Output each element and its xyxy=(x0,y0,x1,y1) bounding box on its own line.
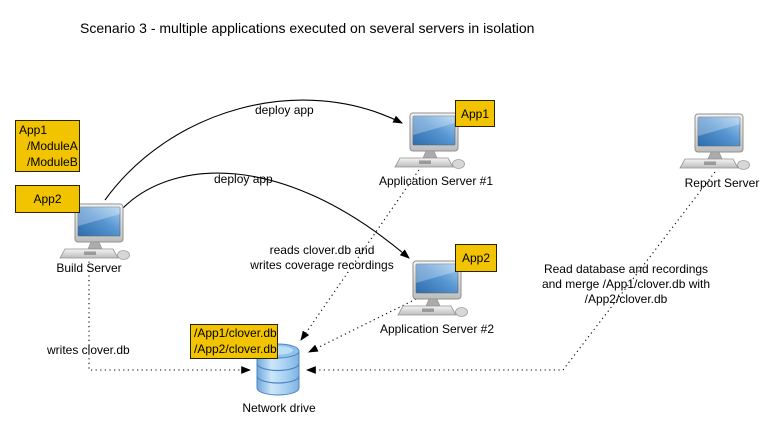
note-server2-app2: App2 xyxy=(455,244,497,272)
deploy-arrow-to-server2 xyxy=(121,172,410,259)
writes-clover-arrow-build-to-drive xyxy=(88,257,252,374)
note-line: /App1/clover.db xyxy=(194,326,277,340)
read-merge-arrow-report-to-drive xyxy=(305,171,716,374)
read-merge-label-line: and merge /App1/clover.db with xyxy=(541,277,711,291)
read-merge-label-line: /App2/clover.db xyxy=(584,292,668,306)
read-merge-label-line: Read database and recordings xyxy=(543,262,709,276)
deploy-app-label-2: deploy app xyxy=(214,172,273,186)
note-line: /ModuleA xyxy=(27,139,78,153)
network-drive-label: Network drive xyxy=(242,401,316,415)
writes-clover-label: writes clover.db xyxy=(47,343,130,357)
network-drive-node xyxy=(255,342,301,398)
reads-writes-label: reads clover.db and writes coverage reco… xyxy=(238,243,406,273)
build-server-label: Build Server xyxy=(56,261,122,275)
app-server-2-label: Application Server #2 xyxy=(379,322,495,336)
deploy-app-label-1: deploy app xyxy=(255,103,314,117)
reads-writes-label-line: reads clover.db and xyxy=(269,243,375,257)
report-server-label: Report Server xyxy=(684,176,760,190)
reads-writes-label-line: writes coverage recordings xyxy=(250,258,394,272)
read-merge-label: Read database and recordings and merge /… xyxy=(528,262,724,307)
note-line: /ModuleB xyxy=(27,155,78,169)
diagram-title: Scenario 3 - multiple applications execu… xyxy=(80,20,535,36)
computer-icon xyxy=(677,112,753,172)
deploy-arrow-to-server1 xyxy=(104,99,403,201)
note-line: App1 xyxy=(19,123,48,137)
app-server-1-label: Application Server #1 xyxy=(378,174,494,188)
database-icon xyxy=(256,343,300,396)
note-build-app2: App2 xyxy=(15,185,80,213)
note-build-app1-modules: App1 /ModuleA /ModuleB xyxy=(15,120,80,172)
note-drive-files: /App1/clover.db /App2/clover.db xyxy=(190,324,278,359)
note-line: /App2/clover.db xyxy=(194,342,277,356)
report-server-node xyxy=(677,112,753,172)
note-server1-app1: App1 xyxy=(455,100,495,127)
